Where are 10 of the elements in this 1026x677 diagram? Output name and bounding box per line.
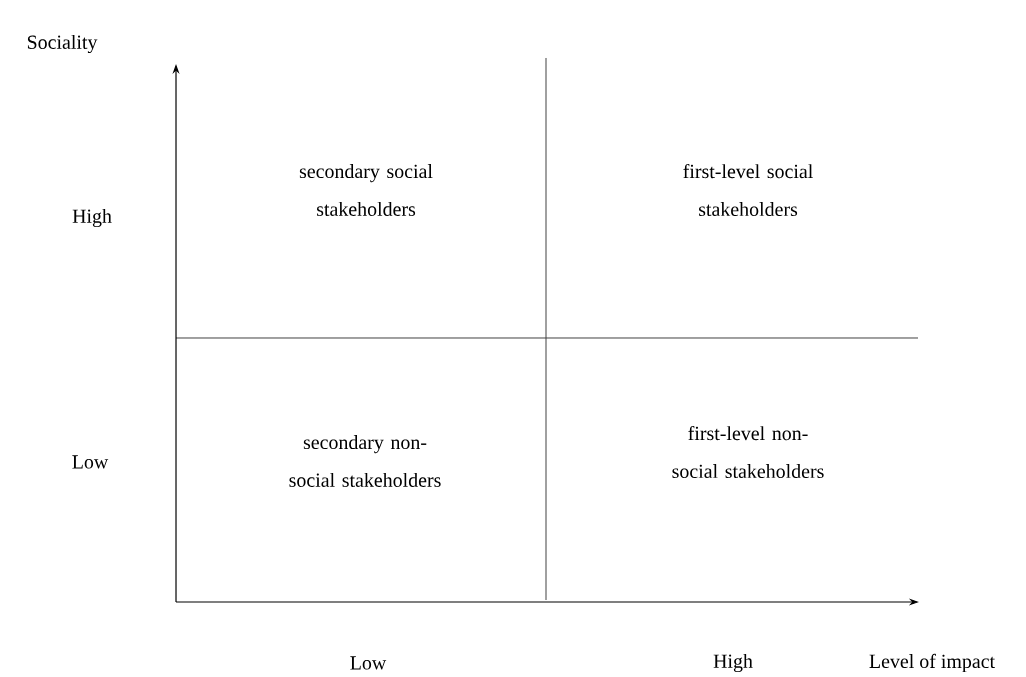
- tick-label: High: [713, 653, 753, 673]
- axis-title: Level of impact: [869, 653, 995, 673]
- quadrant-label: secondary non-social stakeholders: [289, 435, 441, 487]
- axis-title: Sociality: [27, 34, 98, 54]
- tick-label: High: [72, 208, 112, 228]
- quadrant-label: first-level social stakeholders: [683, 163, 813, 217]
- quadrant-label: first-level non-social stakeholders: [672, 425, 824, 479]
- quadrant-label: secondary social stakeholders: [299, 164, 433, 216]
- tick-label: Low: [350, 656, 387, 670]
- tick-label: Low: [72, 455, 109, 469]
